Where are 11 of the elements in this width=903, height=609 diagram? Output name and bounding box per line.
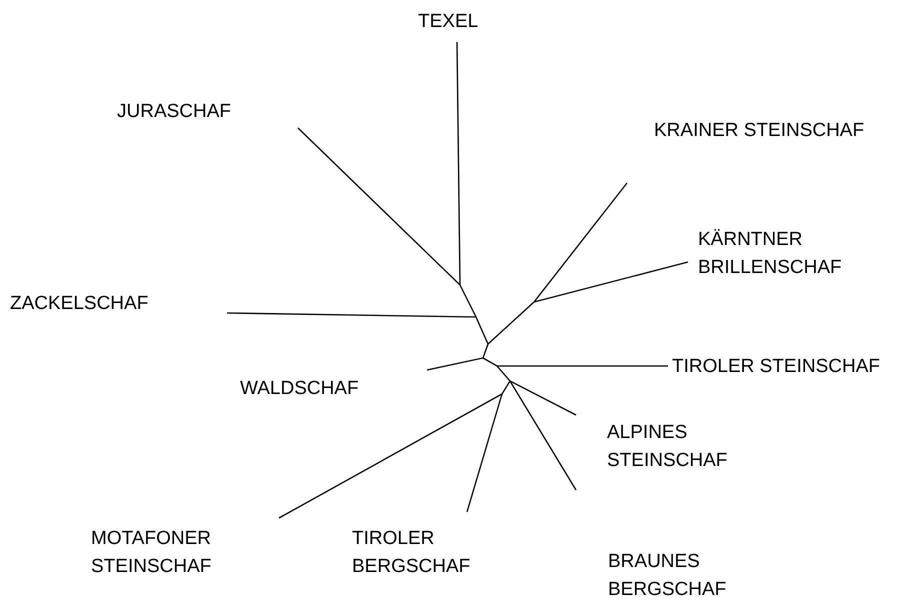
breed-label: TEXEL	[418, 10, 480, 34]
breed-label: JURASCHAF	[117, 100, 232, 124]
breed-label: KRAINER STEINSCHAF	[654, 119, 866, 143]
breed-label: ALPINES STEINSCHAF	[607, 421, 728, 473]
breed-label: BRAUNES BERGSCHAF	[608, 550, 728, 602]
breed-label: TIROLER STEINSCHAF	[672, 355, 881, 379]
breed-label: ZACKELSCHAF	[10, 292, 150, 316]
breed-label: MOTAFONER STEINSCHAF	[91, 527, 212, 579]
breed-label: TIROLER BERGSCHAF	[352, 527, 472, 579]
breed-label: KÄRNTNER BRILLENSCHAF	[698, 228, 843, 280]
breed-label: WALDSCHAF	[240, 377, 360, 401]
